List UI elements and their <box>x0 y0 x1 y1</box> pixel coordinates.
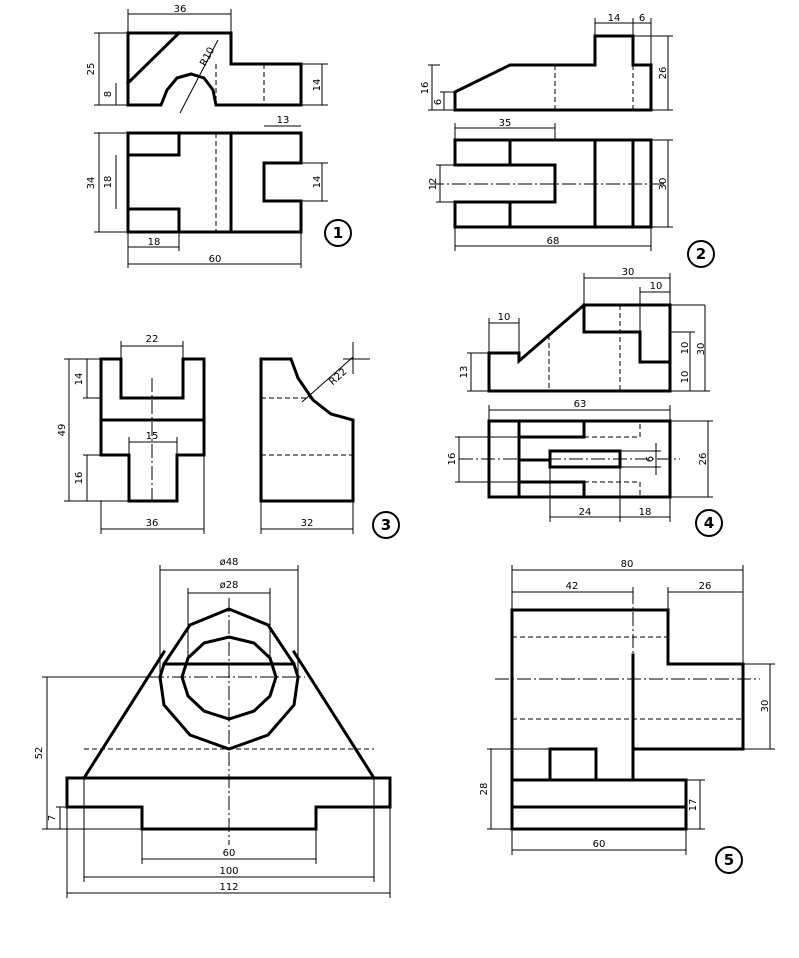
ex2-dim-6b: 6 <box>433 99 444 105</box>
exercise-3: 22 14 49 15 16 36 R22 32 3 <box>57 334 400 539</box>
ex4-front-view <box>487 303 705 393</box>
ex1-number: 1 <box>333 224 343 242</box>
ex3-dim-32: 32 <box>301 518 314 529</box>
ex3-dim-14: 14 <box>74 373 85 386</box>
ex4-dim-6: 6 <box>645 456 656 462</box>
ex2-dimension-text: 14 6 16 6 26 35 12 30 68 <box>420 13 669 247</box>
ex4-dim-24: 24 <box>579 507 592 518</box>
ex3-side-view <box>259 342 370 503</box>
ex5-dim-80: 80 <box>621 559 634 570</box>
ex5-dimension-lines <box>487 565 775 855</box>
ex4-dim-10c: 10 <box>680 342 691 355</box>
ex1-dim-13: 13 <box>277 115 290 126</box>
ex2-dim-26: 26 <box>658 67 669 80</box>
ex1-dim-18b: 18 <box>148 237 161 248</box>
ex2-dim-35: 35 <box>499 118 512 129</box>
ex2-number-badge: 2 <box>687 240 715 268</box>
ex5-dim-26: 26 <box>699 581 712 592</box>
ex4-dim-30b: 30 <box>696 343 707 356</box>
ex1-dim-8: 8 <box>103 91 114 97</box>
ex1-top-view <box>126 131 303 234</box>
bracket-dim-52: 52 <box>34 747 45 760</box>
bracket-dim-dia48: ø48 <box>220 557 239 568</box>
ex4-dim-26: 26 <box>698 453 709 466</box>
ex5-front-view <box>495 590 760 831</box>
bracket-front-view <box>65 598 392 845</box>
exercise-1: 36 25 8 R10 14 13 34 18 14 18 60 1 <box>86 4 352 268</box>
ex4-number-badge: 4 <box>695 509 723 537</box>
bracket-dimension-text: ø48 ø28 52 7 60 100 112 <box>34 557 239 893</box>
ex2-dim-68: 68 <box>547 236 560 247</box>
ex2-front-view <box>453 34 653 112</box>
ex1-dim-18a: 18 <box>103 176 114 189</box>
ex3-dim-r22: R22 <box>327 366 349 387</box>
ex3-dimension-lines <box>64 341 354 534</box>
bracket-dim-112: 112 <box>219 882 238 893</box>
ex2-dim-12: 12 <box>428 178 439 191</box>
bracket-dim-100: 100 <box>219 866 238 877</box>
exercise-bracket: ø48 ø28 52 7 60 100 112 <box>34 557 392 898</box>
ex2-dim-6a: 6 <box>639 13 645 24</box>
ex3-dim-36: 36 <box>146 518 159 529</box>
ex4-dim-16: 16 <box>447 453 458 466</box>
ex4-dim-30a: 30 <box>622 267 635 278</box>
ex3-dim-15: 15 <box>146 431 159 442</box>
ex2-dimension-lines <box>428 18 673 251</box>
ex4-dim-10d: 10 <box>680 371 691 384</box>
ex2-dim-16: 16 <box>420 82 431 95</box>
ex1-dim-14b: 14 <box>312 176 323 189</box>
ex4-dimension-lines <box>455 273 713 522</box>
ex5-number-badge: 5 <box>715 846 743 874</box>
ex1-front-view <box>125 30 303 114</box>
exercise-4: 30 10 10 10 30 10 13 63 16 6 26 24 18 4 <box>447 267 723 537</box>
bracket-dim-60: 60 <box>223 848 236 859</box>
ex4-dim-10b: 10 <box>498 312 511 323</box>
ex4-dim-63: 63 <box>574 399 587 410</box>
ex5-dimension-text: 80 42 26 30 28 17 60 <box>479 559 771 850</box>
ex2-top-view <box>430 138 665 229</box>
ex1-number-badge: 1 <box>324 219 352 247</box>
ex5-dim-28: 28 <box>479 783 490 796</box>
ex3-number: 3 <box>381 516 391 534</box>
ex3-dim-22: 22 <box>146 334 159 345</box>
ex3-dim-49: 49 <box>57 424 68 437</box>
ex5-dim-17: 17 <box>688 799 699 812</box>
ex5-number: 5 <box>724 851 734 869</box>
ex1-dim-r10: R10 <box>198 46 217 69</box>
ex4-dim-13: 13 <box>459 366 470 379</box>
ex4-number: 4 <box>704 514 714 532</box>
ex1-dim-36: 36 <box>174 4 187 15</box>
ex5-dim-42: 42 <box>566 581 579 592</box>
ex5-dim-30: 30 <box>760 700 771 713</box>
ex4-dim-10a: 10 <box>650 281 663 292</box>
ex3-dim-16: 16 <box>74 472 85 485</box>
ex2-dim-14: 14 <box>608 13 621 24</box>
ex4-dimension-text: 30 10 10 10 30 10 13 63 16 6 26 24 18 <box>447 267 709 518</box>
ex2-number: 2 <box>696 245 706 263</box>
ex2-dim-30: 30 <box>658 178 669 191</box>
ex1-dim-34: 34 <box>86 177 97 190</box>
ex1-dim-60: 60 <box>209 254 222 265</box>
ex3-number-badge: 3 <box>372 511 400 539</box>
ex4-dim-18: 18 <box>639 507 652 518</box>
ex1-dim-14a: 14 <box>312 79 323 92</box>
bracket-dim-7: 7 <box>47 815 58 821</box>
bracket-dim-dia28: ø28 <box>220 580 239 591</box>
ex5-dim-60: 60 <box>593 839 606 850</box>
ex1-dim-25: 25 <box>86 63 97 76</box>
ex1-dimension-lines <box>94 9 328 268</box>
exercise-2: 14 6 16 6 26 35 12 30 68 2 <box>420 13 715 268</box>
bracket-dimension-lines <box>42 565 391 898</box>
exercise-5: 80 42 26 30 28 17 60 5 <box>479 559 775 874</box>
